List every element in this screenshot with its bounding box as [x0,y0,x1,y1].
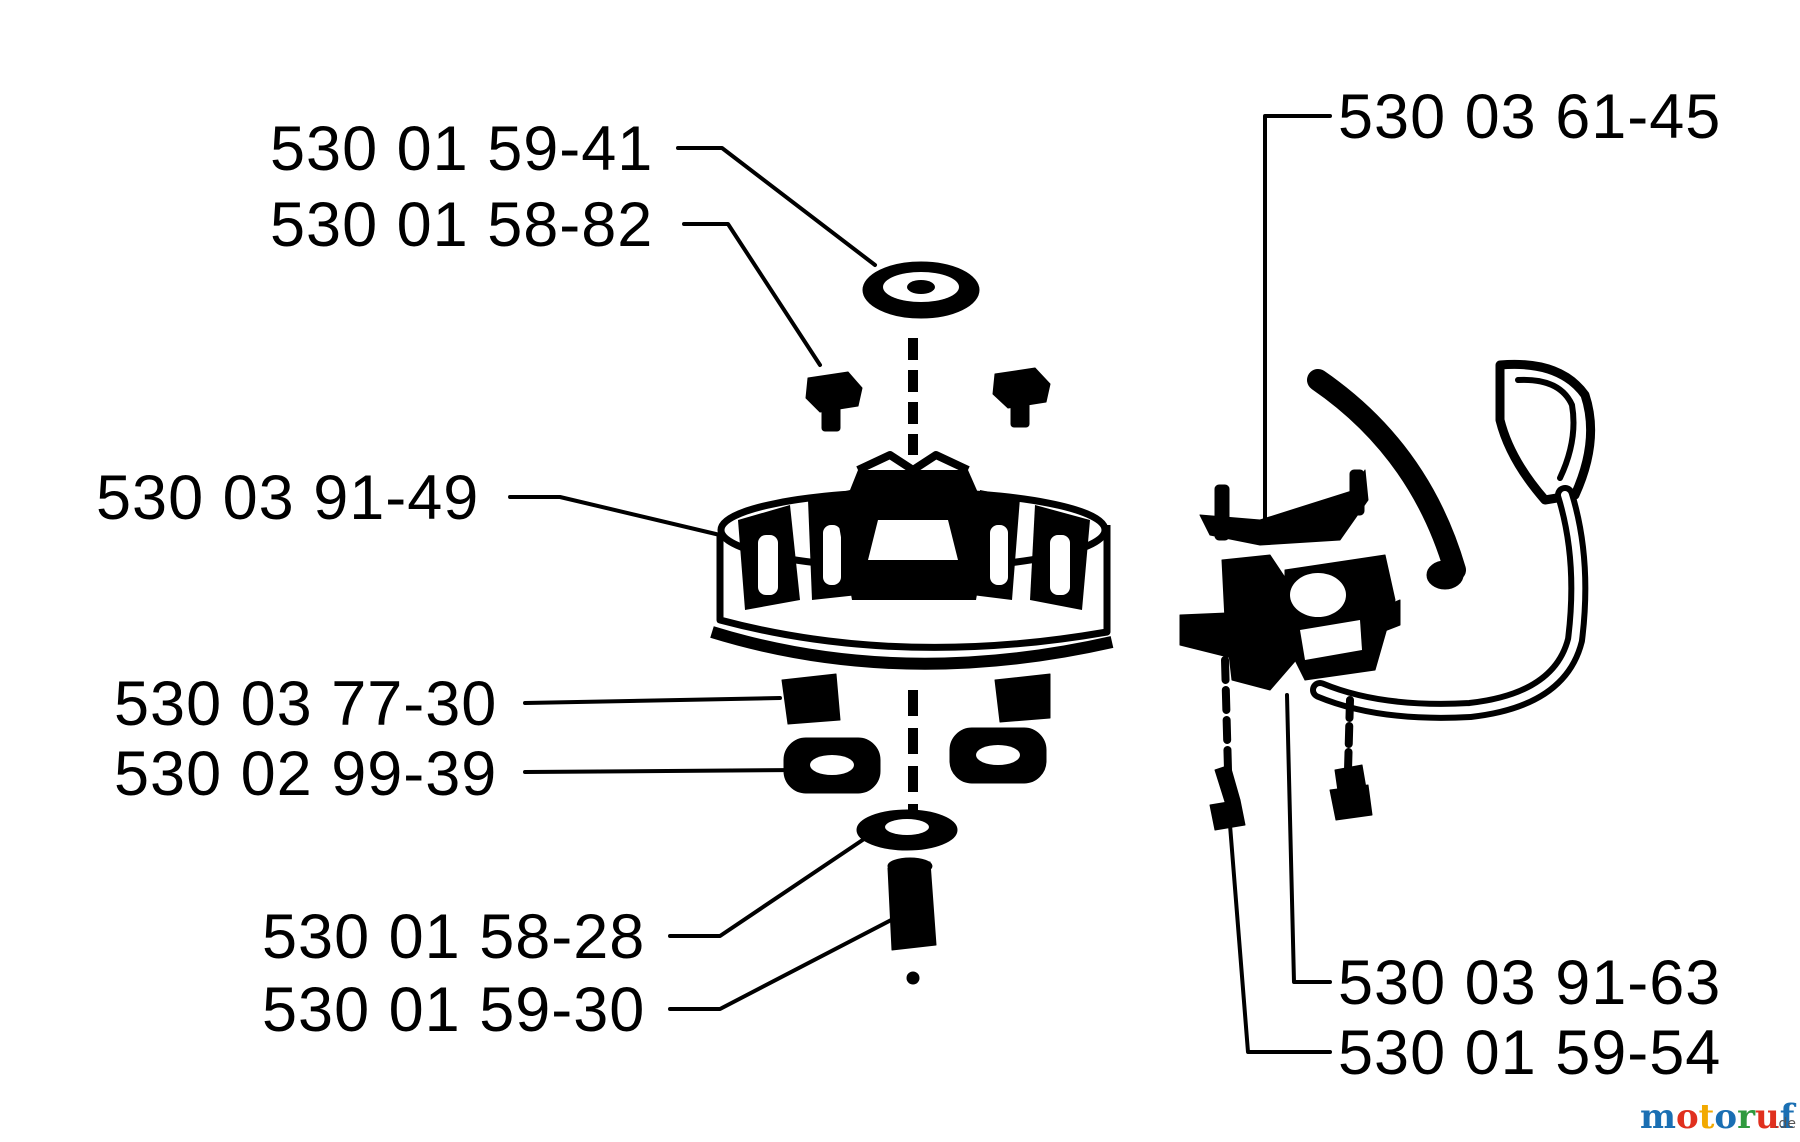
pawl-right [949,673,1051,784]
flywheel-body [710,451,1114,670]
watermark-letter: f [1780,1097,1797,1137]
watermark-brand: motoruf [1640,1097,1797,1137]
leader-530-03-77-30 [523,696,782,705]
pawl-left [781,673,881,794]
leader-530-03-91-63 [1285,693,1332,984]
bolt-left [1209,484,1246,831]
screw-right [992,367,1051,428]
watermark-letter: r [1737,1097,1756,1137]
watermark-letter: o [1676,1097,1699,1137]
label-530-01-58-28: 530 01 58-28 [262,902,645,972]
watermark-logo: motoruf .de [1640,1097,1797,1137]
leader-530-03-91-49 [508,495,722,537]
leader-530-01-58-28 [668,833,872,938]
watermark-letter: o [1714,1097,1737,1137]
module-frame [1179,469,1401,691]
screw-left [805,371,863,432]
part-labels: 530 01 59-41 530 01 58-82 530 03 91-49 5… [96,82,1721,1088]
ground-wire [1307,369,1466,581]
watermark-letter: t [1699,1097,1715,1137]
label-530-03-61-45: 530 03 61-45 [1338,82,1721,152]
leader-530-02-99-39 [523,768,802,774]
sleeve-part [887,857,937,985]
label-530-01-58-82: 530 01 58-82 [270,190,653,260]
nut-part [862,261,980,319]
label-530-03-91-63: 530 03 91-63 [1338,948,1721,1018]
spark-plug-boot [1310,359,1596,721]
watermark-letter: u [1755,1097,1780,1137]
flywheel-assembly [710,261,1114,985]
watermark-tld: .de [1774,1116,1796,1132]
washer-part [856,809,958,851]
leader-530-01-59-54 [1228,823,1332,1054]
bolt-right [1329,469,1373,821]
label-530-01-59-41: 530 01 59-41 [270,114,653,184]
label-530-02-99-39: 530 02 99-39 [114,739,497,809]
label-530-03-77-30: 530 03 77-30 [114,669,497,739]
label-530-01-59-30: 530 01 59-30 [262,975,645,1045]
leader-lines [508,114,1332,1054]
leader-530-03-61-45 [1263,114,1332,542]
leader-530-01-58-82 [682,222,822,367]
leader-530-01-59-41 [676,146,877,267]
watermark-letter: m [1640,1097,1676,1137]
label-530-01-59-54: 530 01 59-54 [1338,1018,1721,1088]
leader-530-01-59-30 [668,916,897,1011]
label-530-03-91-49: 530 03 91-49 [96,463,479,533]
ignition-module-assembly [1179,359,1596,831]
